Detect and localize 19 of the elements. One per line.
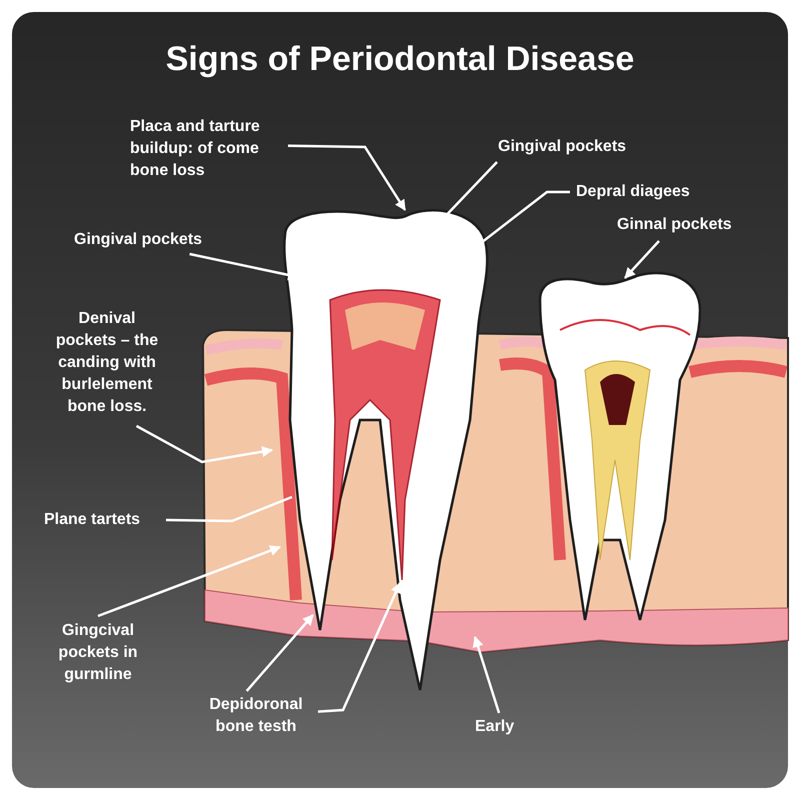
leader-line [624,240,660,279]
leader-line [318,582,402,713]
callout-label: Plane tartets [44,509,162,532]
leader-line [246,614,314,692]
leader-line [288,144,406,211]
callout-label: Gingival pockets [74,229,244,252]
callout-label: Gingival pockets [498,136,648,158]
callout-label: Gingcival pockets in gurmline [50,620,146,686]
leader-line [472,636,500,714]
callout-label: Ginnal pockets [617,214,757,236]
callout-label: Depidoronal bone testh [198,694,314,738]
callout-label: Denival pockets – the canding with burlelement bone loss. [48,308,166,418]
title: Signs of Periodontal Disease [164,40,636,79]
leader-line [98,545,282,618]
leader-line [166,496,292,522]
callout-label: Placa and tarture buildup: of come bone loss [130,116,280,182]
callout-label: Depral diagees [576,181,716,204]
callout-label: Early [475,716,535,738]
leader-line [136,424,274,464]
